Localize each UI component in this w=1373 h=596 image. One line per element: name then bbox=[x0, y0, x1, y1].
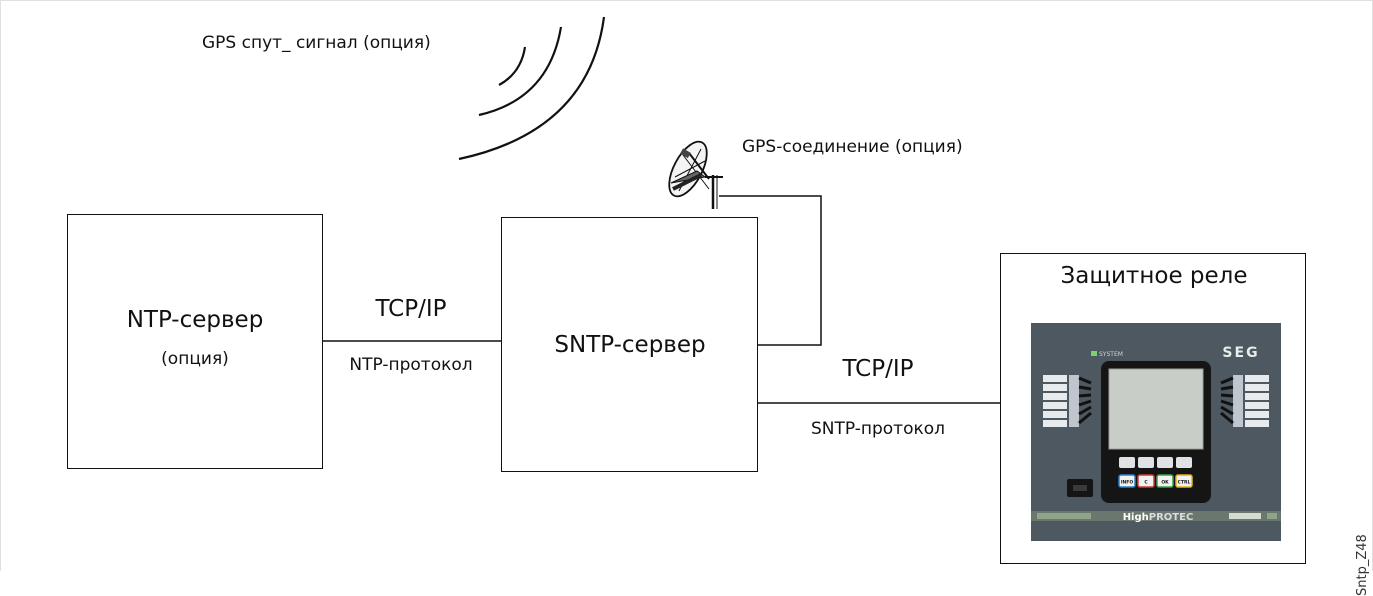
figure-id-label: Sntp_Z48 bbox=[1355, 534, 1370, 596]
right-led-buttons bbox=[1220, 375, 1269, 427]
c-key-label: C bbox=[1144, 480, 1148, 486]
ctrl-key bbox=[1175, 474, 1193, 488]
lcd-display bbox=[1108, 368, 1204, 450]
gps-signal-wave-medium bbox=[478, 26, 563, 117]
connection-lines bbox=[322, 16, 1001, 404]
relay-device-illustration: SYSTEM SEG bbox=[1031, 323, 1281, 541]
ntp-server-title: NTP-сервер bbox=[126, 307, 264, 333]
highprotec-logo: HighPROTEC bbox=[1123, 512, 1194, 523]
sntp-server-title: SNTP-сервер bbox=[554, 332, 706, 358]
gps-antenna-cable bbox=[719, 195, 822, 346]
sntp-link-protocol-label: SNTP-протокол bbox=[810, 419, 946, 439]
ntp-link-transport-label: TCP/IP bbox=[375, 296, 447, 322]
sntp-server-box: SNTP-сервер bbox=[501, 217, 758, 472]
satellite-signal-label: GPS спут_ сигнал (опция) bbox=[202, 33, 431, 53]
left-led-buttons bbox=[1043, 375, 1092, 427]
c-key bbox=[1137, 474, 1155, 488]
ntp-server-box: NTP-сервер (опция) bbox=[67, 214, 323, 469]
protection-relay-title: Защитное реле bbox=[1060, 263, 1248, 289]
system-led bbox=[1091, 351, 1097, 356]
ok-key bbox=[1156, 474, 1174, 488]
ctrl-key-label: CTRL bbox=[1178, 480, 1191, 486]
satellite-dish-icon bbox=[668, 140, 723, 209]
ok-key-label: OK bbox=[1161, 480, 1169, 486]
info-key-label: INFO bbox=[1121, 480, 1134, 486]
gps-signal-wave-small bbox=[498, 46, 527, 86]
sntp-link-transport-label: TCP/IP bbox=[842, 356, 914, 382]
gps-signal-wave-large bbox=[458, 16, 606, 161]
ntp-server-subtitle: (опция) bbox=[161, 349, 229, 369]
gps-connection-label: GPS-соединение (опция) bbox=[742, 137, 963, 157]
ntp-link-protocol-label: NTP-протокол bbox=[349, 355, 473, 375]
seg-logo: SEG bbox=[1222, 345, 1259, 361]
system-label: SYSTEM bbox=[1099, 351, 1123, 358]
info-key bbox=[1118, 474, 1136, 488]
